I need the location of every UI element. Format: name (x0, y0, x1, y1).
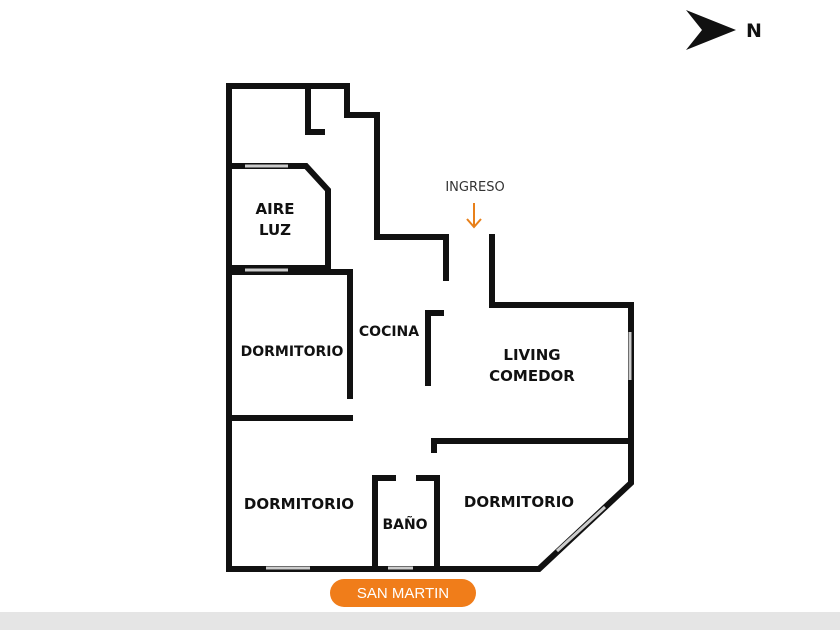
dormitorio-top-wall (231, 269, 353, 399)
arrow-down-icon (466, 203, 482, 229)
bano-wall (372, 475, 396, 569)
closet-wall (305, 83, 325, 135)
room-label-dormitorio-top-left: DORMITORIO (241, 344, 344, 360)
room-label-luz: LUZ (259, 221, 291, 239)
room-label-cocina: COCINA (359, 324, 419, 340)
room-label-dormitorio-bottom-left: DORMITORIO (244, 495, 354, 513)
street-label: SAN MARTIN (330, 579, 476, 607)
bano-wall-right (416, 475, 440, 569)
room-label-aire: AIRE (256, 200, 295, 218)
entrance-label: INGRESO (445, 180, 504, 195)
windows (245, 164, 632, 570)
window (555, 505, 607, 553)
room-label-comedor: COMEDOR (489, 367, 575, 385)
footer-bar (0, 612, 840, 630)
compass-label: N (746, 20, 762, 42)
north-arrow-icon (686, 10, 736, 50)
outer-wall-right (226, 83, 634, 572)
walls (226, 83, 634, 572)
living-bottom-wall (431, 438, 634, 453)
room-label-living: LIVING (503, 346, 560, 364)
room-label-dormitorio-bottom-right: DORMITORIO (464, 493, 574, 511)
outer-wall (226, 83, 449, 240)
room-label-bano: BAÑO (382, 516, 427, 533)
